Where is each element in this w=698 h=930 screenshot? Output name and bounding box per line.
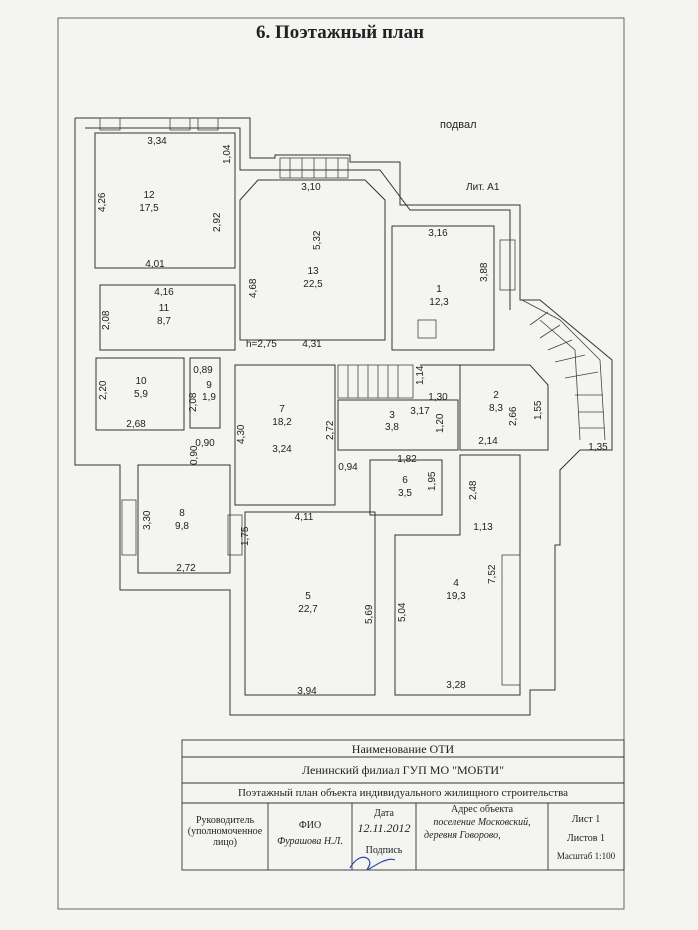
room-13-outline [239, 179, 386, 341]
dimension-label: 1,13 [473, 522, 493, 533]
floor-label: подвал [440, 119, 477, 131]
dimension-label: 0,90 [195, 438, 215, 449]
title-block-fio: Фурашова Н.Л. [277, 836, 343, 847]
outer-walls [74, 117, 613, 716]
room-5-outline [244, 511, 376, 696]
sheet-border [57, 17, 625, 910]
room-1-number: 1 [436, 284, 442, 295]
room-8-area: 9,8 [175, 521, 189, 532]
room-4-number: 4 [453, 578, 459, 589]
room-4-area: 19,3 [446, 591, 466, 602]
title-block-sheet: Лист 1 [571, 814, 601, 825]
dimension-label: 4,31 [302, 339, 322, 350]
room-11-area: 8,7 [157, 316, 171, 327]
room-2-area: 8,3 [489, 403, 503, 414]
signature-scribble [349, 856, 396, 871]
room-10-area: 5,9 [134, 389, 148, 400]
dimension-label: 3,10 [301, 182, 321, 193]
title-block-role: Руководитель (уполномоченное лицо) [187, 815, 263, 848]
room-3-number: 3 [389, 410, 395, 421]
title-block-address-line1: поселение Московский, [433, 817, 531, 828]
title-block-sign-header: Подпись [365, 845, 403, 856]
dimension-label: 1,30 [428, 392, 448, 403]
dimension-label: 3,34 [147, 136, 167, 147]
room-4-outline [394, 454, 521, 696]
dimension-label: 2,68 [126, 419, 146, 430]
room-6-area: 3,5 [398, 488, 412, 499]
page-title: 6. Поэтажный план [255, 22, 425, 43]
dimension-label: 3,94 [297, 686, 317, 697]
room-3-outline [337, 399, 459, 451]
dimension-label: 3,24 [272, 444, 292, 455]
room-13-area: 22,5 [303, 279, 323, 290]
room-8-outline [137, 464, 231, 574]
title-block-sheets: Листов 1 [566, 833, 606, 844]
room-11-number: 11 [158, 303, 170, 314]
room-7-outline [234, 364, 336, 506]
title-block-date: 12.11.2012 [357, 821, 411, 835]
dimension-label: 1,35 [588, 442, 608, 453]
dimension-label: 4,16 [154, 287, 174, 298]
dimension-label: 1,82 [397, 454, 417, 465]
room-12-number: 12 [143, 190, 155, 201]
title-block-description: Поэтажный план объекта индивидуального ж… [237, 787, 569, 799]
room-7-number: 7 [279, 404, 285, 415]
room-11-outline [99, 284, 236, 351]
dimension-label: 2,72 [176, 563, 196, 574]
room-12-outline [94, 132, 236, 269]
room-walls [94, 132, 549, 696]
title-block-address-header: Адрес объекта [450, 804, 514, 815]
dimension-label: 0,89 [193, 365, 213, 376]
dimension-label: 3,28 [446, 680, 466, 691]
title-block-address-line2: деревня Говорово, [424, 830, 501, 841]
room-10-number: 10 [135, 376, 147, 387]
room-5-number: 5 [305, 591, 311, 602]
room-1-area: 12,3 [429, 297, 449, 308]
room-6-number: 6 [402, 475, 408, 486]
room-5-area: 22,7 [298, 604, 318, 615]
room-7-area: 18,2 [272, 417, 292, 428]
dimension-label: 4,01 [145, 259, 165, 270]
room-2-outline [420, 364, 549, 451]
room-3-area: 3,8 [385, 422, 399, 433]
lit-label: Лит. А1 [466, 182, 500, 193]
room-9-number: 9 [206, 380, 212, 391]
title-block-fio-header: ФИО [298, 820, 322, 831]
room-8-number: 8 [179, 508, 185, 519]
title-block-name-header: Наименование ОТИ [351, 742, 455, 756]
height-label: h=2,75 [246, 339, 277, 350]
room-10-outline [95, 357, 185, 431]
dimension-label: 2,14 [478, 436, 498, 447]
room-12-area: 17,5 [139, 203, 159, 214]
room-9-area: 1,9 [202, 392, 216, 403]
dimension-label: 4,11 [294, 512, 314, 523]
title-block-scale: Масштаб 1:100 [556, 851, 616, 861]
title-block-date-header: Дата [374, 808, 394, 819]
dimension-label: 3,16 [428, 228, 448, 239]
room-2-number: 2 [493, 390, 499, 401]
room-6-outline [369, 459, 443, 516]
room-1-outline [391, 225, 495, 351]
title-block-org: Ленинский филиал ГУП МО "МОБТИ" [302, 763, 504, 777]
stairs [99, 117, 606, 686]
dimension-label: 0,94 [338, 462, 358, 473]
room-13-number: 13 [307, 266, 319, 277]
dimension-label: 3,17 [410, 406, 430, 417]
room-9-outline [189, 357, 221, 429]
